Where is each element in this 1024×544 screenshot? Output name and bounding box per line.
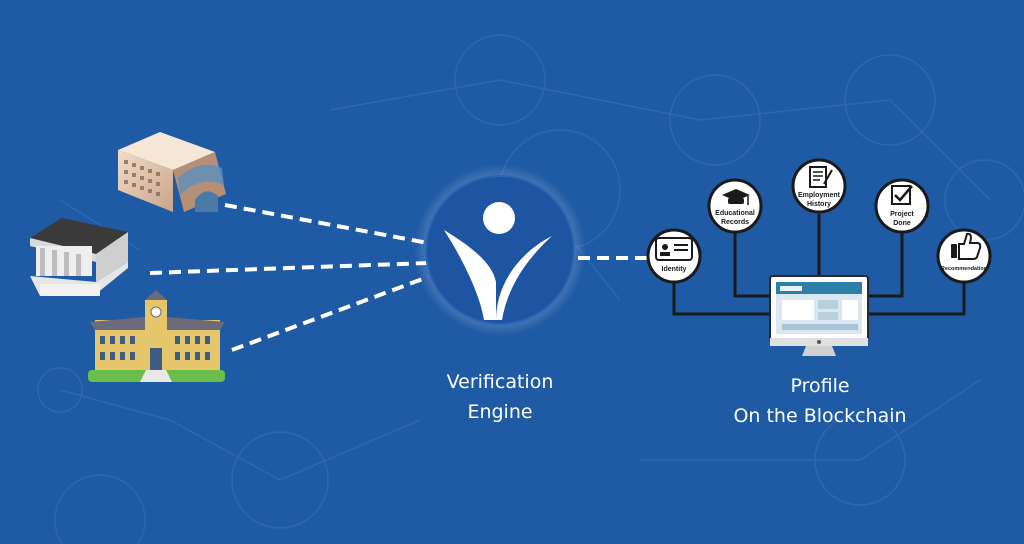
label-employment-2: History bbox=[807, 201, 831, 208]
engine-label-line1: Verification bbox=[446, 371, 554, 393]
label-identity: Identity bbox=[662, 266, 687, 273]
profile-label-line2: On the Blockchain bbox=[733, 405, 907, 427]
engine-circle bbox=[425, 175, 575, 325]
label-employment-1: Employment bbox=[798, 192, 841, 199]
profile-tree-lines bbox=[672, 214, 966, 316]
label-educational-2: Records bbox=[721, 219, 749, 226]
label-educational-1: Educational bbox=[715, 210, 755, 217]
document-icon bbox=[809, 166, 833, 188]
profile-label: Profile On the Blockchain bbox=[700, 371, 940, 431]
node-employment-history: Employment History bbox=[791, 158, 847, 214]
node-project-done: Project Done bbox=[874, 178, 930, 234]
connector-university bbox=[231, 275, 429, 352]
label-project-2: Done bbox=[893, 220, 911, 227]
label-project-1: Project bbox=[890, 211, 914, 218]
connector-lines bbox=[149, 203, 648, 352]
verification-engine bbox=[414, 164, 586, 336]
node-identity: Identity bbox=[646, 228, 702, 284]
university-icon bbox=[88, 290, 225, 382]
checkbox-icon bbox=[891, 185, 913, 205]
profile-label-line1: Profile bbox=[790, 375, 850, 397]
background-network bbox=[37, 34, 1024, 544]
id-card-icon bbox=[655, 237, 693, 261]
label-recommendation: Recommendation bbox=[941, 266, 988, 272]
node-educational-records: Educational Records bbox=[707, 178, 763, 234]
verification-engine-label: Verification Engine bbox=[400, 367, 600, 427]
engine-label-line2: Engine bbox=[467, 401, 533, 423]
connector-bank bbox=[149, 261, 429, 275]
hotel-icon bbox=[118, 132, 226, 212]
thumbs-up-icon bbox=[951, 232, 982, 260]
profile-monitor-icon bbox=[769, 275, 869, 356]
node-recommendation: Recommendation bbox=[936, 228, 992, 284]
connector-hotel bbox=[224, 203, 429, 245]
engine-logo-icon bbox=[444, 202, 552, 320]
bank-icon bbox=[30, 218, 128, 296]
graduation-cap-icon bbox=[722, 189, 750, 205]
